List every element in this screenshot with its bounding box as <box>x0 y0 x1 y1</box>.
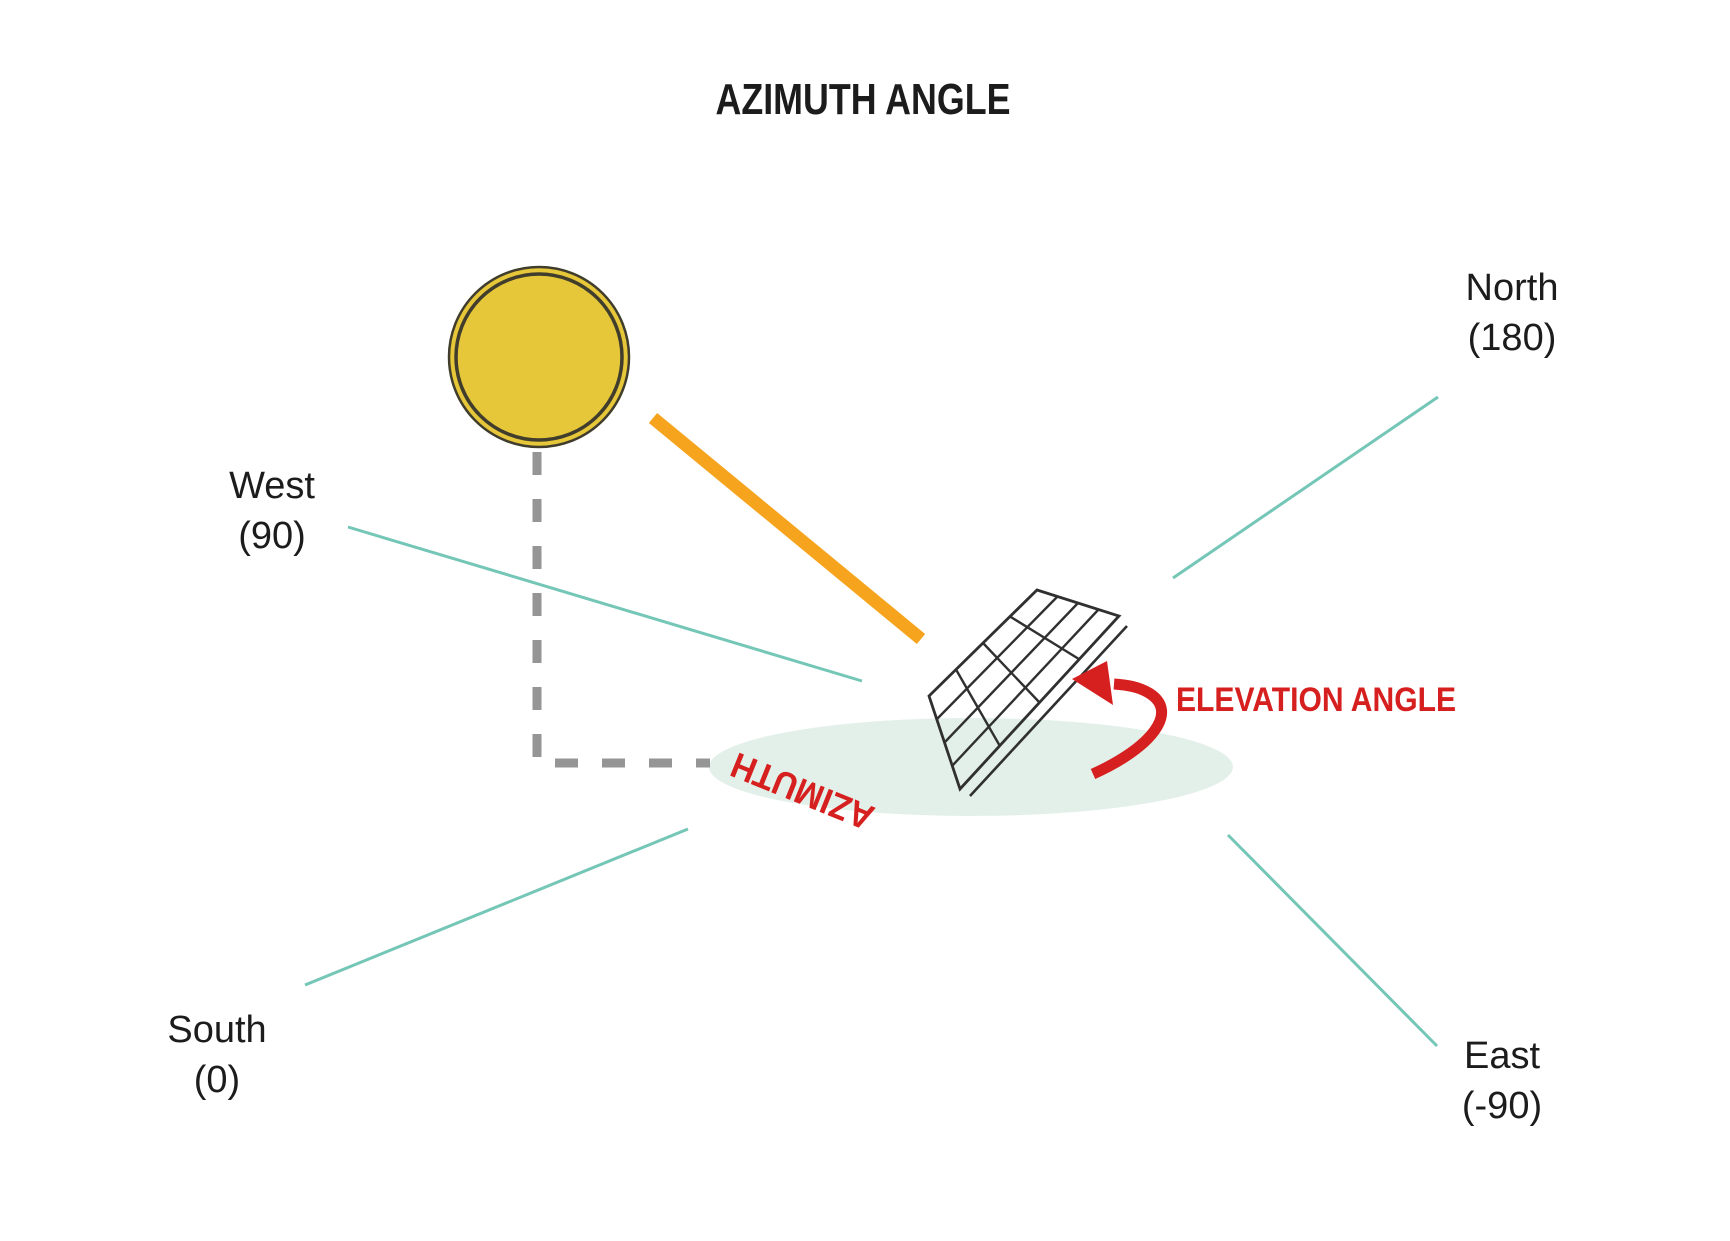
panel-grid-line <box>1009 615 1080 661</box>
direction-line-west <box>347 525 863 683</box>
direction-line-north <box>1172 395 1439 580</box>
north-value: (180) <box>1468 317 1557 359</box>
sun-icon <box>447 265 631 449</box>
direction-label-south: South (0) <box>167 1009 266 1101</box>
west-name: West <box>229 465 315 507</box>
sun-ray <box>648 412 926 645</box>
azimuth-dashed-line <box>532 452 710 768</box>
panel-grid-line <box>969 625 1128 797</box>
east-value: (-90) <box>1462 1085 1542 1127</box>
direction-line-south <box>304 827 689 987</box>
direction-label-west: West (90) <box>229 465 315 557</box>
direction-label-north: North (180) <box>1466 267 1559 359</box>
panel-grid-line <box>982 642 1041 704</box>
south-value: (0) <box>194 1059 240 1101</box>
direction-label-east: East (-90) <box>1462 1035 1542 1127</box>
page-title: AZIMUTH ANGLE <box>716 75 1011 124</box>
elevation-angle-arrow <box>1072 661 1167 780</box>
north-name: North <box>1466 267 1559 309</box>
south-name: South <box>167 1009 266 1051</box>
elevation-angle-label: ELEVATION ANGLE <box>1176 681 1456 719</box>
panel-grid-line <box>954 668 1001 747</box>
panel-outline <box>927 588 1122 792</box>
west-value: (90) <box>238 515 306 557</box>
direction-line-east <box>1226 833 1439 1048</box>
solar-panel <box>927 588 1128 797</box>
east-name: East <box>1464 1035 1540 1077</box>
ground-ellipse <box>709 718 1233 816</box>
